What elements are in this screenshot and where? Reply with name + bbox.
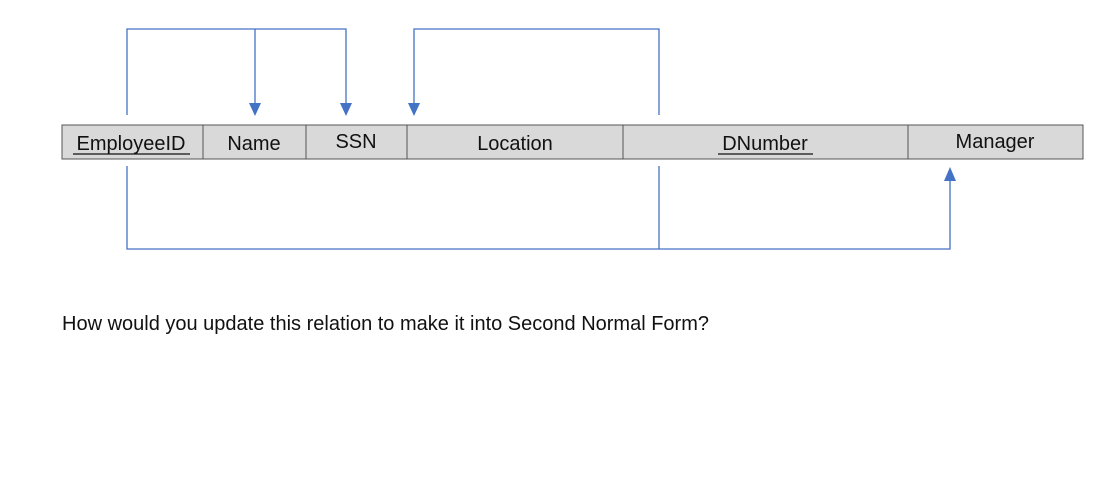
attribute-label-dnumber: DNumber [722,133,808,155]
attribute-cell-dnumber [622,124,909,160]
arrowhead-to-name [249,103,261,116]
attribute-label-manager: Manager [956,131,1035,153]
arrowhead-to-location [408,103,420,116]
dependency-line-to-manager [126,166,951,250]
arrowhead-to-ssn [340,103,352,116]
dependency-employeeid-to-name-ssn [126,28,352,116]
arrowhead-to-manager [944,167,956,181]
dependency-employeeid-dnumber-to-manager [126,166,956,250]
attribute-cell-employeeid [61,124,204,160]
question-text: How would you update this relation to ma… [62,313,709,335]
attribute-label-employeeid: EmployeeID [77,133,186,155]
dependency-dnumber-to-location [408,28,660,116]
attribute-cell-manager [907,124,1084,160]
attribute-label-name: Name [227,133,280,155]
dependency-line-dnumber-location [413,28,660,115]
attribute-label-location: Location [477,133,553,155]
relation-table: EmployeeID Name SSN Location DNumber Man… [61,124,1084,160]
dependency-line-employeeid-name-ssn [126,28,347,115]
attribute-cell-name [202,124,307,160]
attribute-cell-ssn [305,124,408,160]
attribute-label-ssn: SSN [335,131,376,153]
